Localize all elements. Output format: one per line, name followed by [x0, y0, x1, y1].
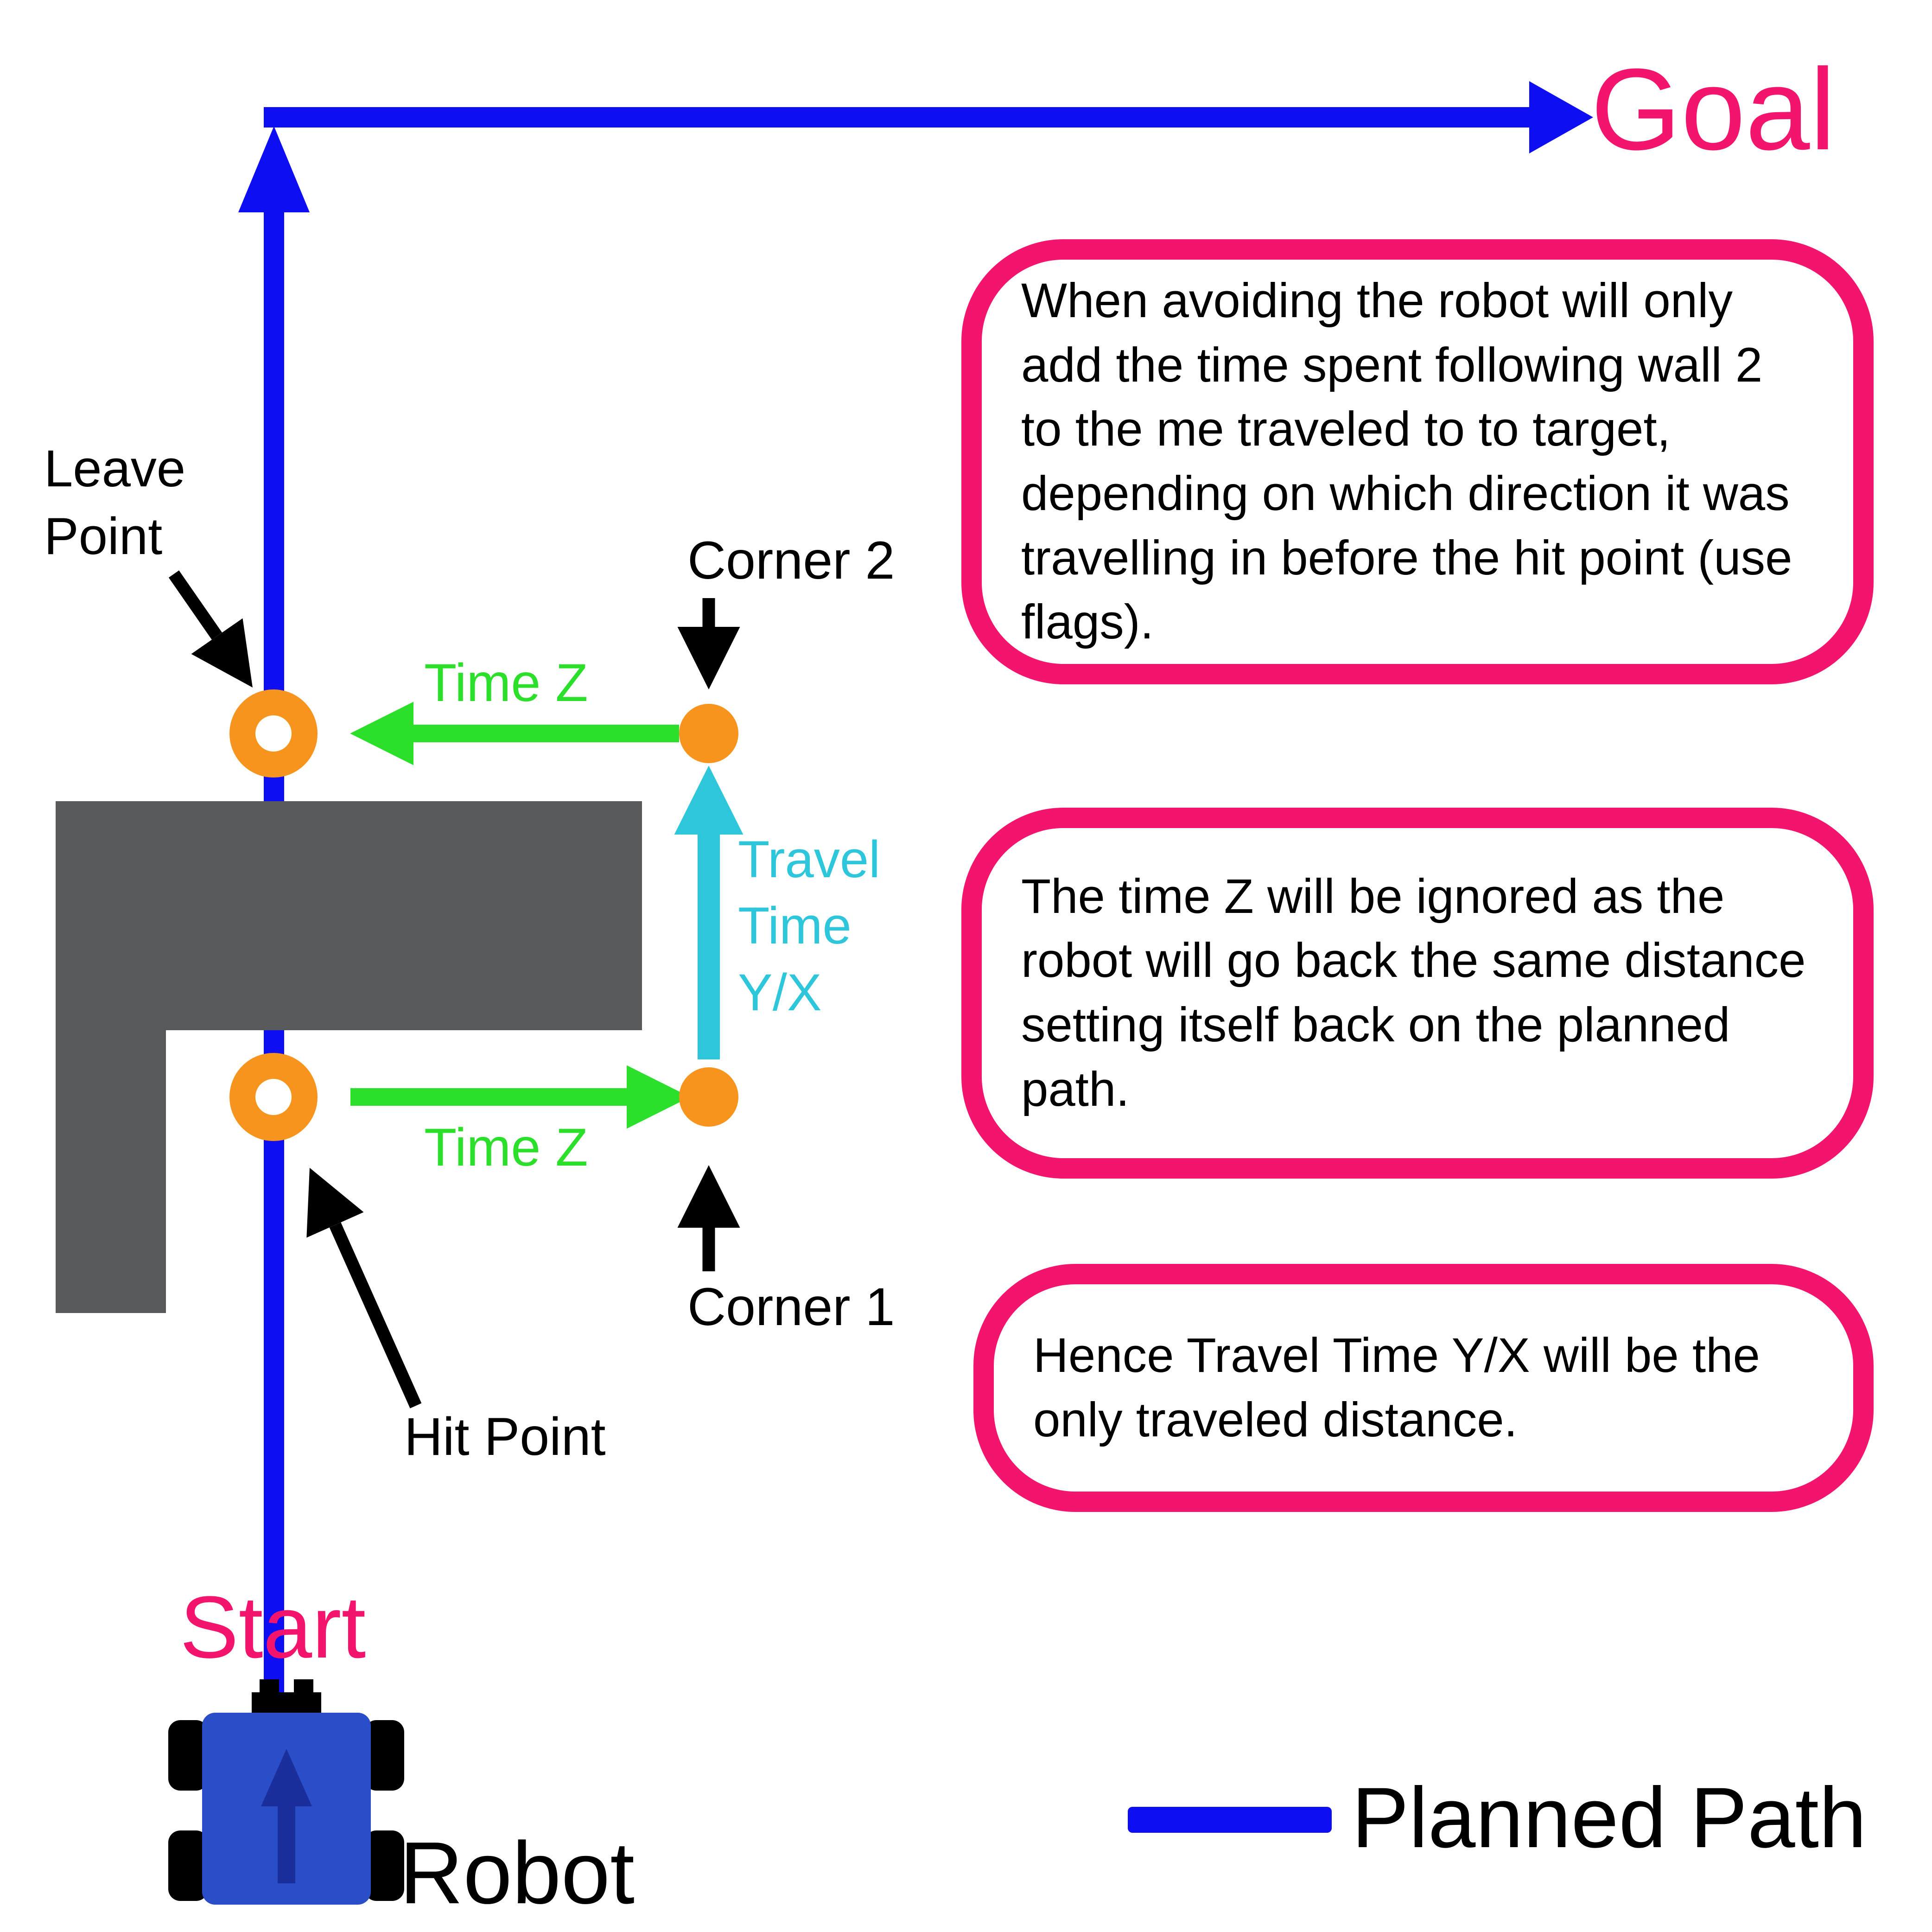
leave-point-label: Leave Point	[44, 440, 186, 565]
goal-label: Goal	[1591, 45, 1836, 174]
leave-point-marker	[229, 689, 318, 778]
robot-wheel	[168, 1720, 208, 1791]
planned-path-up-arrowhead	[238, 126, 310, 212]
leave-point-pointer-arrow	[168, 570, 253, 688]
start-label: Start	[180, 1578, 366, 1677]
robot-icon	[168, 1679, 404, 1905]
obstacle-wall-shape	[56, 801, 642, 1313]
hit-point-marker	[229, 1053, 318, 1141]
corner-2-dot	[679, 704, 738, 763]
goal-arrowhead	[1529, 81, 1593, 153]
legend-planned-path-label: Planned Path	[1352, 1770, 1867, 1866]
robot-wheel	[168, 1830, 208, 1901]
hit-point-label: Hit Point	[404, 1407, 606, 1467]
hit-point-pointer-arrow	[306, 1167, 422, 1409]
travel-time-label: Travel Time Y/X	[738, 830, 881, 1021]
corner-1-label: Corner 1	[687, 1277, 895, 1337]
robot-direction-arrowhead	[261, 1749, 312, 1806]
note-text: The time Z will be ignored as the robot …	[1021, 869, 1806, 1116]
corner-1-dot	[679, 1067, 738, 1127]
note-box-time-z-ignored: The time Z will be ignored as the robot …	[961, 808, 1874, 1179]
note-text: When avoiding the robot will only add th…	[1021, 274, 1792, 650]
note-box-travel-time: Hence Travel Time Y/X will be the only t…	[973, 1264, 1874, 1512]
robot-direction-arrow	[278, 1803, 295, 1883]
robot-label: Robot	[400, 1824, 635, 1922]
legend-planned-path-line	[1128, 1807, 1332, 1833]
note-text: Hence Travel Time Y/X will be the only t…	[1033, 1328, 1760, 1447]
note-box-wall-following: When avoiding the robot will only add th…	[961, 239, 1874, 684]
corner-2-label: Corner 2	[687, 531, 895, 590]
robot-bumper	[252, 1692, 321, 1716]
robot-wheel	[364, 1830, 404, 1901]
robot-wheel	[364, 1720, 404, 1791]
time-z-label-bottom: Time Z	[424, 1118, 588, 1177]
planned-path-horizontal-line	[264, 107, 1530, 128]
time-z-label-top: Time Z	[424, 653, 588, 713]
